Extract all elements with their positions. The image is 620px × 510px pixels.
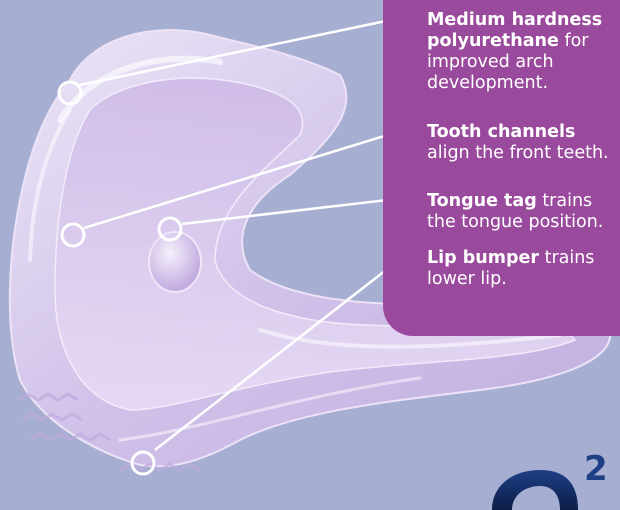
callout-polyurethane: Medium hardness polyurethane for improve… [427, 10, 613, 94]
tongue-tag [149, 232, 201, 292]
callout-text: align the front teeth. [427, 143, 609, 163]
brand-logo: 2 [488, 446, 620, 510]
logo-superscript: 2 [584, 449, 608, 489]
callout-title: Tongue tag [427, 191, 537, 211]
callout-tooth-channels: Tooth channels align the front teeth. [427, 122, 620, 164]
callout-title: Tooth channels [427, 122, 575, 142]
callout-title: Lip bumper [427, 248, 539, 268]
logo-mark [492, 470, 578, 510]
callout-tongue-tag: Tongue tag trains the tongue position. [427, 191, 620, 233]
callout-lip-bumper: Lip bumper trains lower lip. [427, 248, 613, 290]
